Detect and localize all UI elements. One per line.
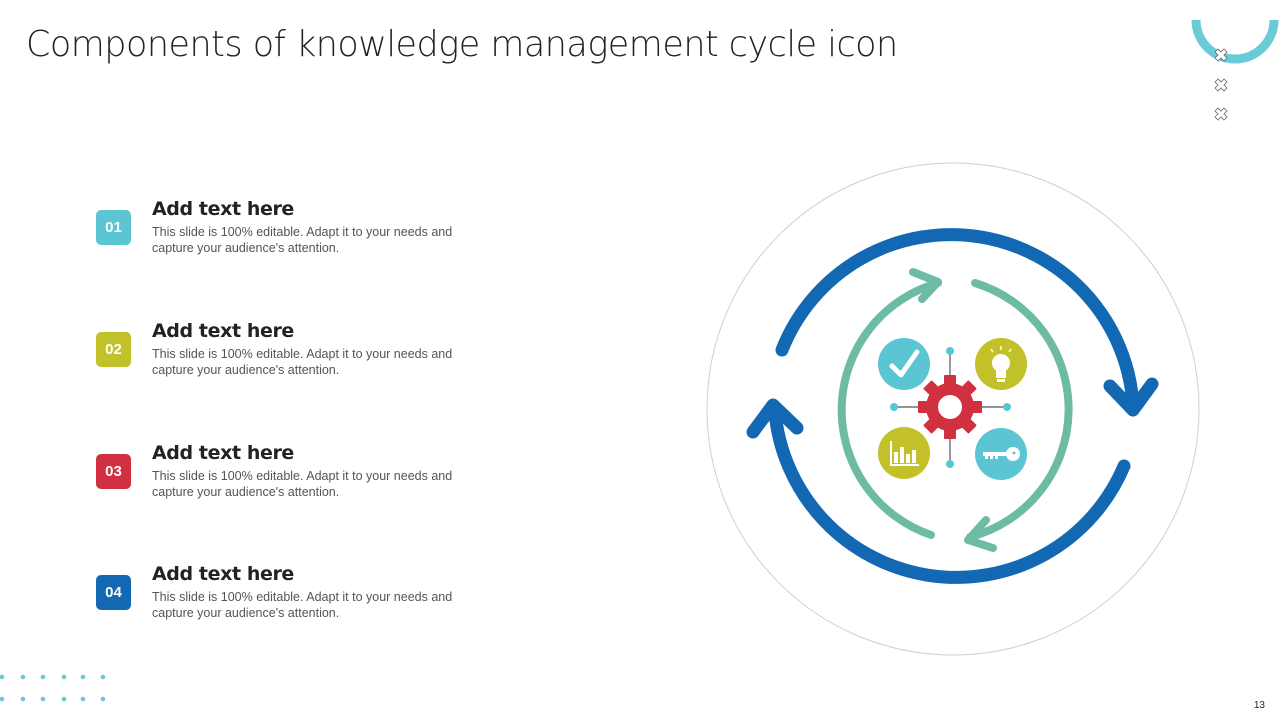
list-item: 01 Add text here This slide is 100% edit…	[96, 198, 496, 268]
inner-arrow-right	[966, 279, 1073, 541]
item-title: Add text here	[152, 198, 294, 220]
page-number: 13	[1253, 700, 1265, 711]
decorative-dots	[0, 674, 106, 702]
knowledge-cycle-diagram	[706, 162, 1200, 656]
lightbulb-icon	[975, 338, 1027, 390]
number-badge: 03	[96, 454, 131, 489]
item-description: This slide is 100% editable. Adapt it to…	[152, 347, 453, 377]
decorative-corner	[1191, 19, 1279, 121]
cross-icon	[1214, 48, 1228, 62]
checkmark-icon	[878, 338, 930, 390]
cross-icon	[1214, 78, 1228, 92]
outer-arrow-bottom	[768, 405, 1131, 584]
half-ring-icon	[1191, 19, 1279, 64]
gear-icon	[918, 375, 982, 439]
arrowhead-icon	[964, 516, 997, 552]
cross-icon	[1214, 107, 1228, 121]
item-title: Add text here	[152, 442, 294, 464]
item-description: This slide is 100% editable. Adapt it to…	[152, 590, 453, 620]
outer-arrow-top	[775, 228, 1140, 412]
item-description: This slide is 100% editable. Adapt it to…	[152, 469, 453, 499]
page-title: Components of knowledge management cycle…	[26, 24, 898, 65]
item-description: This slide is 100% editable. Adapt it to…	[152, 225, 453, 255]
bar-chart-icon	[878, 427, 930, 479]
list-item: 04 Add text here This slide is 100% edit…	[96, 563, 496, 633]
key-icon	[975, 428, 1027, 480]
arrowhead-icon	[1103, 377, 1159, 417]
list-item: 02 Add text here This slide is 100% edit…	[96, 320, 496, 390]
item-title: Add text here	[152, 563, 294, 585]
item-title: Add text here	[152, 320, 294, 342]
list-item: 03 Add text here This slide is 100% edit…	[96, 442, 496, 512]
number-badge: 04	[96, 575, 131, 610]
number-badge: 02	[96, 332, 131, 367]
number-badge: 01	[96, 210, 131, 245]
arrowhead-icon	[746, 398, 804, 439]
inner-arrow-left	[837, 279, 942, 539]
arrowhead-icon	[909, 268, 942, 303]
